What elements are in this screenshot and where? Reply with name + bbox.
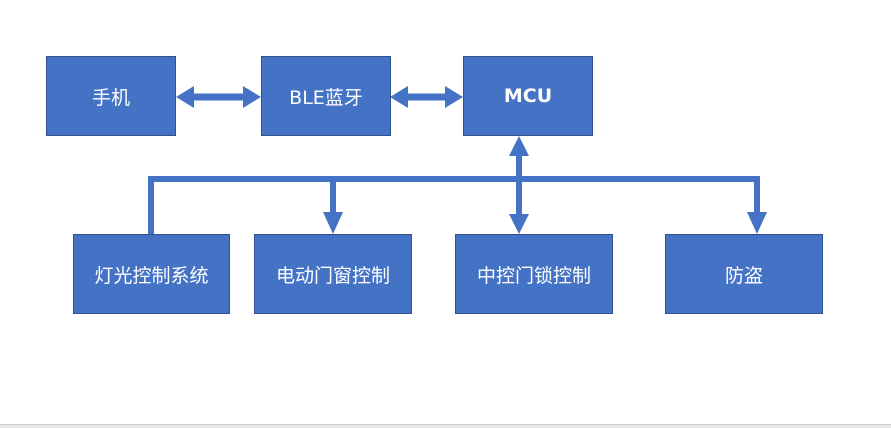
arrowhead-down (509, 214, 529, 234)
arrowhead-up (509, 136, 529, 156)
page-bottom-border (0, 424, 891, 428)
node-mcu: MCU (463, 56, 593, 136)
arrowhead-right (243, 86, 261, 108)
node-phone: 手机 (46, 56, 176, 136)
arrowhead-down (747, 212, 767, 234)
arrowhead-left (390, 86, 408, 108)
node-lighting: 灯光控制系统 (73, 234, 230, 314)
node-lock: 中控门锁控制 (455, 234, 613, 314)
arrowhead-right (445, 86, 463, 108)
node-ble: BLE蓝牙 (261, 56, 391, 136)
node-window: 电动门窗控制 (254, 234, 412, 314)
arrowhead-down (323, 212, 343, 234)
node-antitheft: 防盗 (665, 234, 823, 314)
arrowhead-left (176, 86, 194, 108)
